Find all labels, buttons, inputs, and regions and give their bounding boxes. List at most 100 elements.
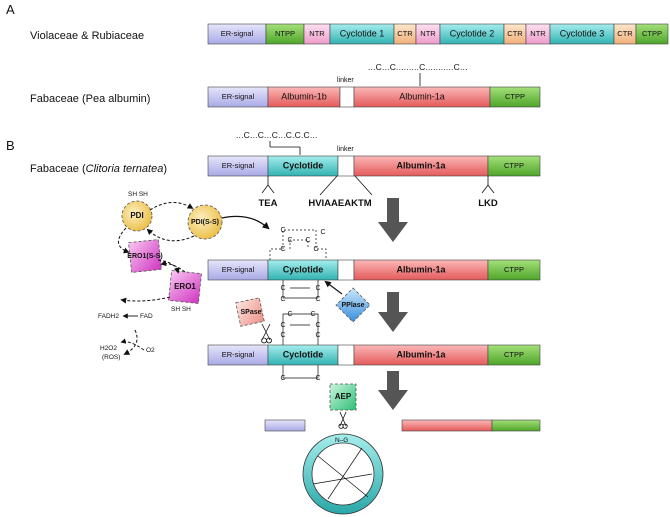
panel-letter-a: A (6, 2, 15, 17)
violaceae-precursor: ER-signal NTPP NTR Cyclotide 1 CTR NTR C… (207, 23, 669, 45)
folding-cycle-arrows (118, 202, 195, 355)
aep-label: AEP (335, 392, 352, 401)
step1-precursor: ER-signal Cyclotide Albumin-1a CTPP (207, 259, 541, 281)
pdi-node: PDI SH SH (121, 191, 153, 232)
cl-linker (337, 155, 355, 177)
pea-precursor: ER-signal Albumin-1b Albumin-1a CTPP (207, 86, 541, 108)
cys-node: C (313, 246, 318, 253)
cys-nodes-step2: C C C C C C C C (280, 311, 320, 382)
product-ctpp-fragment (491, 419, 541, 432)
s2-seg-ctpp-label: CTPP (504, 350, 524, 359)
cys-node: C (287, 311, 292, 318)
arrow-ero1-back (160, 260, 186, 273)
o2-label: O2 (146, 347, 155, 354)
cl-seg-cyclotide-label: Cyclotide (283, 160, 324, 170)
arrow-ero1-to-fad (120, 296, 171, 304)
arrow-fad-to-o2 (123, 329, 138, 355)
motif-bracket-tea (261, 176, 275, 194)
seg-ctpp-label: CTPP (642, 29, 662, 38)
pea-seg-ctpp-label: CTPP (505, 92, 525, 101)
cyclic-cyclotide: N–G (302, 433, 384, 515)
ero1-node: ERO1 SH SH (168, 270, 202, 313)
scissors-icon (338, 411, 348, 429)
cys-node: C (280, 332, 285, 339)
arrow-pplase-to-substrate (324, 280, 343, 295)
s2-seg-ctpp (487, 344, 541, 366)
pea-linker (339, 86, 355, 108)
panel-letter-b: B (6, 138, 15, 153)
spase-node: SPase (235, 297, 265, 327)
cys-node: C (280, 246, 285, 253)
process-arrow-3 (378, 371, 408, 410)
s1-seg-ctpp-label: CTPP (504, 265, 524, 274)
ring-inner (311, 442, 375, 506)
arrow-pdi-to-ero1 (118, 227, 130, 254)
pplase-box (335, 287, 371, 323)
seg-ntr-2-label: NTR (420, 29, 436, 38)
aep-node: AEP (329, 383, 357, 411)
ero1-sh-label: SH SH (171, 306, 191, 313)
pea-seg-albumin-1a-label: Albumin-1a (399, 91, 445, 101)
pdi-ss-circle (187, 204, 223, 240)
seg-ctr-1-label: CTR (397, 29, 413, 38)
ero1-label: ERO1 (174, 282, 196, 291)
pea-seg-ctpp (489, 86, 541, 108)
cys-node: C (280, 285, 285, 292)
product-er-fragment (264, 419, 306, 432)
h2o2-label: H2O2 (100, 345, 117, 352)
disulfide-knot-mid (282, 280, 319, 299)
cys-node: C (315, 285, 320, 292)
pea-seg-albumin-1b-label: Albumin-1b (281, 91, 327, 101)
cl-seg-er-signal-label: ER-signal (222, 161, 255, 170)
seg-cyclotide-1-label: Cyclotide 1 (340, 28, 385, 38)
arrow-pdiss-to-substrate (221, 215, 270, 230)
seg-cyclotide-3-label: Cyclotide 3 (560, 28, 605, 38)
s2-seg-albumin-1a-label: Albumin-1a (396, 349, 446, 359)
pdi-ss-label: PDI(S-S) (191, 219, 219, 226)
ring-junction-label: N–G (335, 437, 348, 444)
cys-node: C (315, 322, 320, 329)
s1-seg-ctpp (487, 259, 541, 281)
clitoria-label: Fabaceae (Clitoria ternatea) (30, 163, 167, 175)
pea-seg-er-signal-label: ER-signal (222, 92, 255, 101)
step2-precursor: ER-signal Cyclotide Albumin-1a CTPP (207, 344, 541, 366)
pea-linker-label: linker (337, 77, 354, 84)
seg-ntr-3-label: NTR (530, 29, 546, 38)
pdi-sh-label: SH SH (128, 191, 148, 198)
motif-bracket-linker (319, 175, 373, 196)
ero1-box (168, 270, 202, 304)
pdi-ss-node: PDI(S-S) (187, 204, 223, 240)
pdi-label: PDI (130, 211, 143, 220)
cys-node: C (315, 375, 320, 382)
seg-er-signal-label: ER-signal (221, 29, 254, 38)
motif-bracket-lkd (481, 176, 495, 194)
cys-node: C (280, 296, 285, 303)
s2-linker (337, 344, 355, 366)
clitoria-cys-pattern: ...C...C...C...C.C.C... (236, 130, 318, 140)
ero1-ss-node: ERO1(S-S) (127, 239, 163, 273)
pdi-circle (121, 200, 153, 232)
cys-node: C (315, 332, 320, 339)
process-arrow-1 (378, 198, 408, 242)
fadh2-label: FADH2 (98, 313, 119, 320)
clitoria-linker-label: linker (337, 146, 354, 153)
motif-hviaaeaktm: HVIAAEAKTM (308, 198, 371, 209)
ero1-ss-label: ERO1(S-S) (127, 253, 162, 260)
s2-seg-cyclotide-label: Cyclotide (283, 349, 324, 359)
disulfide-knot-top (269, 229, 327, 260)
cys-node: C (287, 237, 292, 244)
cys-nodes-top: C C C C C C (280, 227, 325, 253)
cys-node: C (305, 237, 310, 244)
seg-ntr-1-label: NTR (309, 29, 325, 38)
cl-seg-ctpp (487, 155, 541, 177)
s1-seg-er-signal-label: ER-signal (222, 265, 255, 274)
seg-ctr-2-label: CTR (507, 29, 523, 38)
pplase-node: PPlase (335, 287, 371, 323)
arrow-o2-to-h2o2 (120, 338, 145, 351)
s1-seg-cyclotide-label: Cyclotide (283, 264, 324, 274)
cl-seg-albumin-1a-label: Albumin-1a (396, 160, 446, 170)
clitoria-cys-bracket (269, 141, 301, 155)
pea-cys-pattern: ...C...C.........C...........C... (368, 62, 468, 72)
seg-ntpp-label: NTPP (275, 29, 295, 38)
